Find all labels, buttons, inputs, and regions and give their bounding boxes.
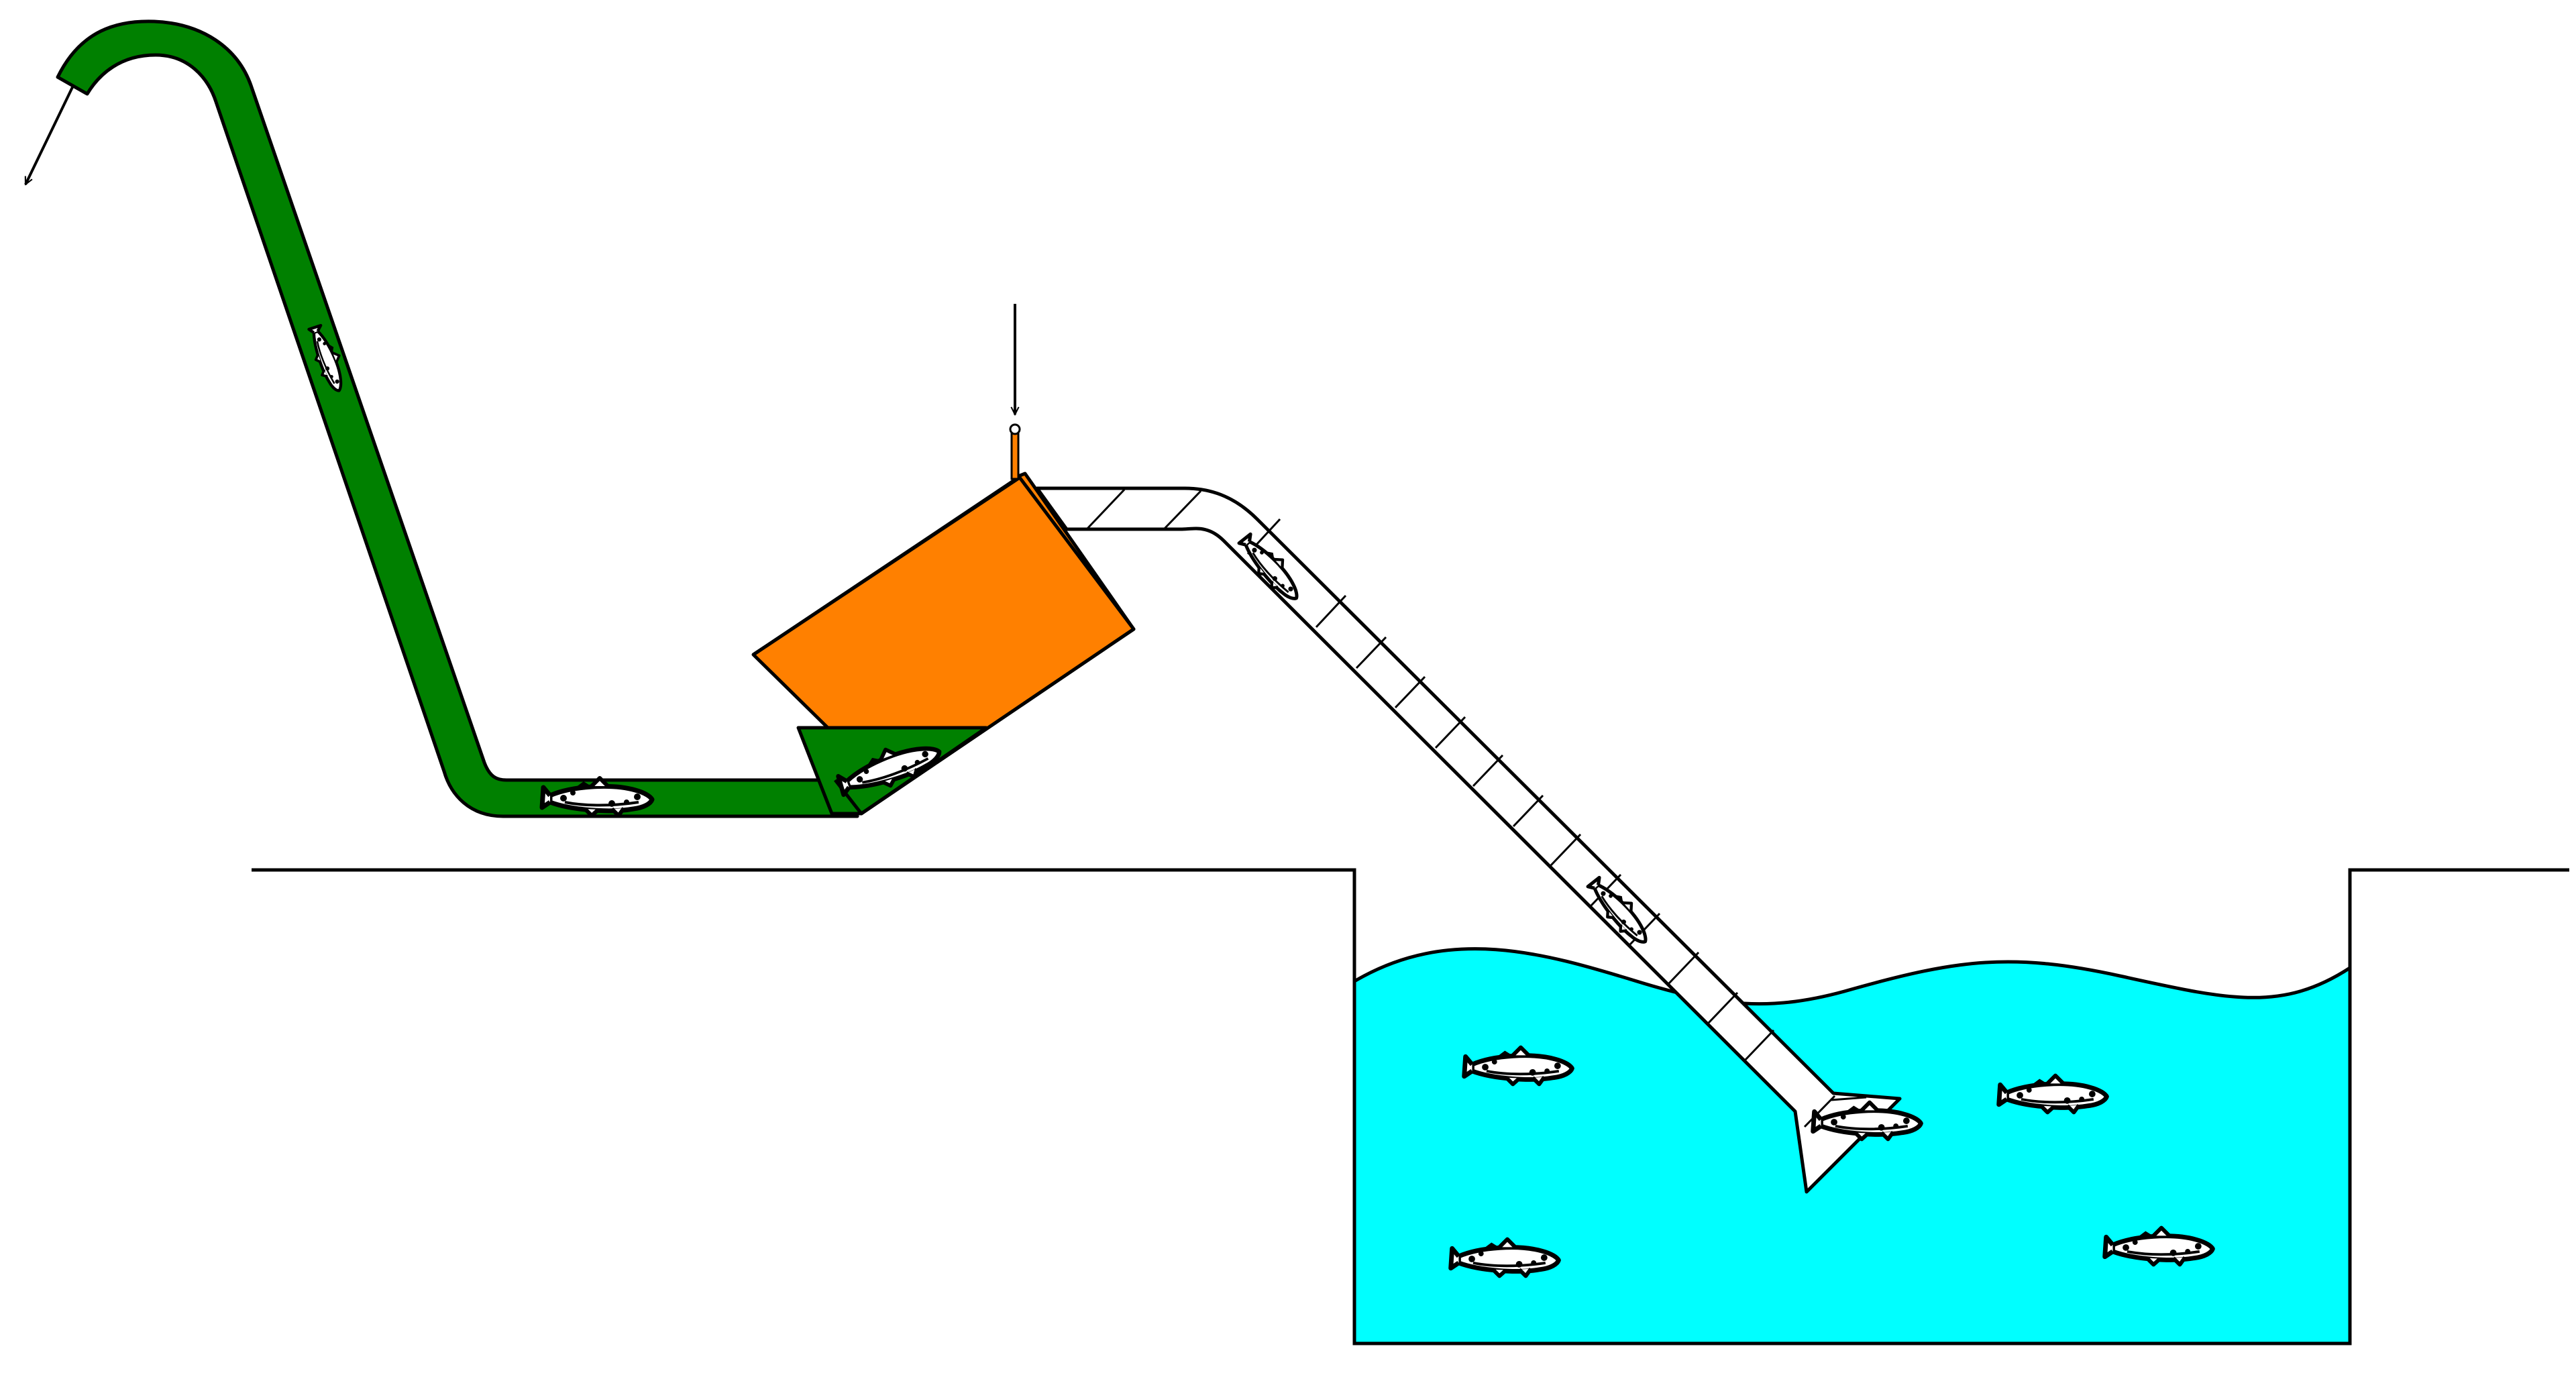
- ground-left: [252, 868, 1356, 1343]
- ground-right: [2348, 868, 2569, 1343]
- arrow-down-left-icon: [24, 87, 74, 184]
- chamber-outline: [752, 476, 1136, 816]
- intake-pipe: [56, 19, 859, 818]
- inlet-valve: [1009, 423, 1021, 480]
